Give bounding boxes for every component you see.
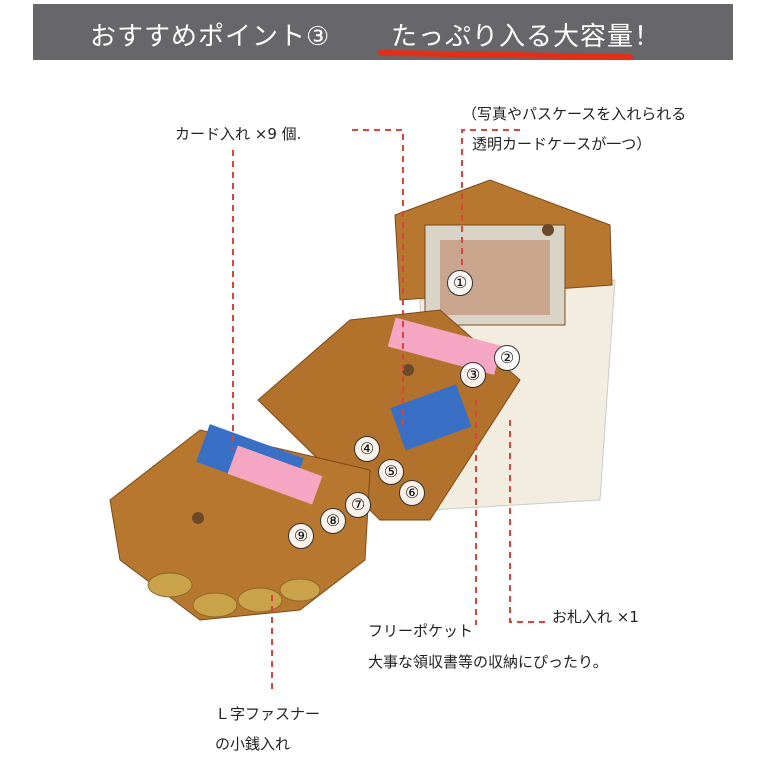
marker-6: ⑥ xyxy=(399,480,425,506)
photo-case-label-1: （写真やパスケースを入れられる xyxy=(462,105,687,123)
marker-5: ⑤ xyxy=(378,459,404,485)
free-pocket-title: フリーポケット xyxy=(368,622,474,640)
zipper-label-1: Ｌ字ファスナー xyxy=(215,705,321,723)
free-pocket-desc: 大事な領収書等の収納にぴったり。 xyxy=(368,653,608,671)
card-pink-2 xyxy=(227,445,323,505)
marker-1: ① xyxy=(447,270,473,296)
marker-7: ⑦ xyxy=(345,492,371,518)
marker-9: ⑨ xyxy=(288,523,314,549)
callout-lines xyxy=(232,129,545,690)
snap-button xyxy=(542,224,554,236)
bill-slot-label: お札入れ ×1 xyxy=(552,608,639,626)
marker-2: ② xyxy=(494,345,520,371)
marker-8: ⑧ xyxy=(320,508,346,534)
card-pink xyxy=(387,317,502,376)
snap-button-3 xyxy=(192,512,204,524)
zipper-label-2: の小銭入れ xyxy=(215,735,291,753)
snap-button-2 xyxy=(402,364,414,376)
headline: たっぷり入る大容量！ xyxy=(391,22,662,52)
coins xyxy=(147,572,321,618)
point-label: おすすめポイント③ xyxy=(90,22,331,52)
card-blue xyxy=(390,384,472,451)
marker-4: ④ xyxy=(354,436,380,462)
photo-case-label-2: 透明カードケースが一つ） xyxy=(472,135,652,153)
header-banner: おすすめポイント③ たっぷり入る大容量！ xyxy=(33,4,733,61)
marker-3: ③ xyxy=(460,362,486,388)
card-slots-label: カード入れ ×9 個. xyxy=(175,125,302,143)
